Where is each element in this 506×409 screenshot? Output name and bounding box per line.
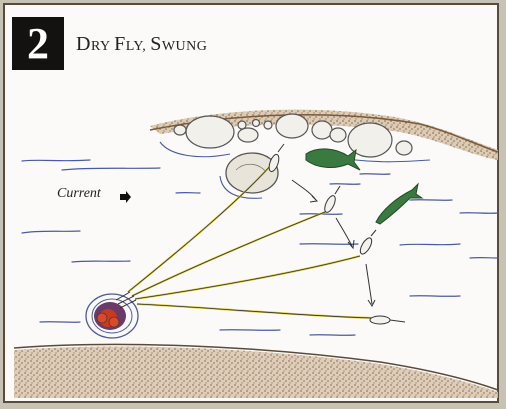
near-bank xyxy=(14,346,498,398)
arrow-right-icon xyxy=(120,191,131,203)
fly-icon xyxy=(324,185,341,213)
current-label: Current xyxy=(57,186,101,201)
title-smallcaps: RY xyxy=(90,39,115,54)
diagram-title: DRY FLY, SWUNG xyxy=(76,33,207,56)
trout-icon xyxy=(305,148,361,171)
rock-icon xyxy=(225,152,279,194)
trout-icon xyxy=(375,182,424,225)
title-smallcaps: WUNG xyxy=(161,39,208,54)
diagram-panel xyxy=(3,3,499,403)
rock-icon xyxy=(173,113,413,158)
fly-icon xyxy=(268,143,285,173)
drift-arrows xyxy=(291,179,376,307)
title-initial: D xyxy=(76,33,91,55)
fly-icon xyxy=(359,229,377,255)
title-smallcaps: LY, xyxy=(125,39,151,54)
title-initial: S xyxy=(150,33,162,55)
title-initial: F xyxy=(114,33,126,55)
diagram-number-badge: 2 xyxy=(12,17,64,70)
fly-icon xyxy=(369,315,406,325)
angler-icon xyxy=(85,291,139,339)
